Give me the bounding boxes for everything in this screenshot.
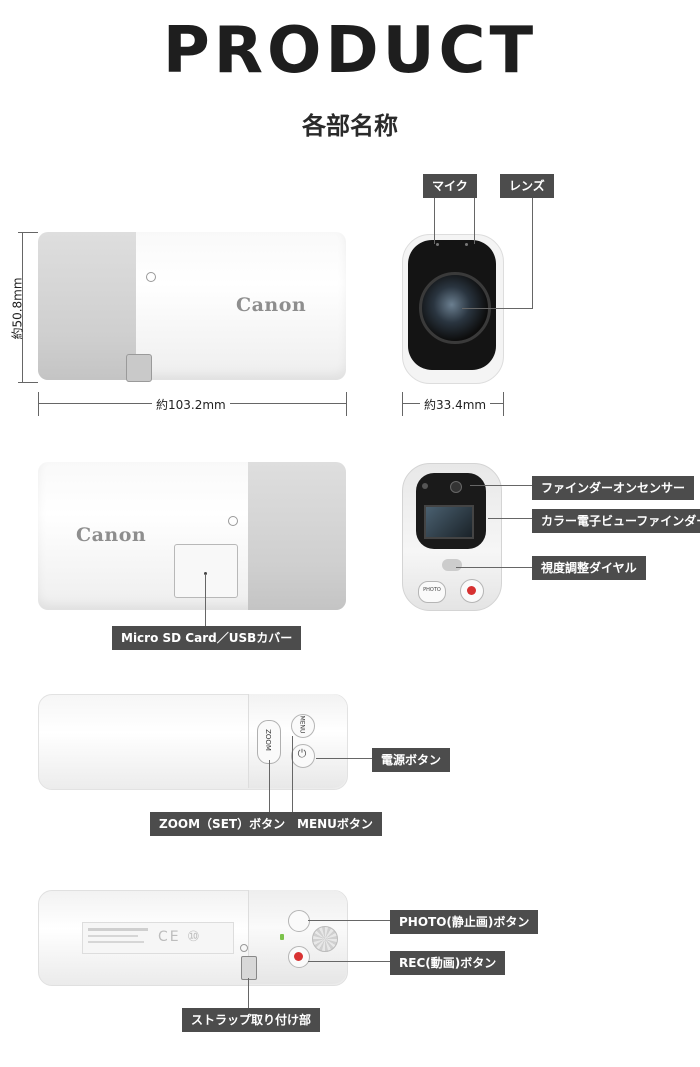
label-photo-button: PHOTO(静止画)ボタン [390,910,539,934]
photo-button[interactable] [288,910,310,932]
power-button[interactable] [291,744,315,768]
camera-side-view-2: Canon [38,462,348,612]
zoom-button[interactable] [257,720,281,764]
label-finder-sensor: ファインダーオンセンサー [532,476,695,500]
diopter-dial[interactable] [312,926,338,952]
label-sd-cover: Micro SD Card／USBカバー [112,626,302,650]
photo-button-mark: PHOTO [423,587,441,593]
strap-mount [241,956,257,980]
width-dimension: 約103.2mm [152,396,230,413]
sd-card-cover [174,544,238,598]
brand-logo-2: Canon [76,524,147,546]
menu-button-mark: MENU [298,715,306,734]
label-power-button: 電源ボタン [372,748,451,772]
camera-side-view: Canon [38,232,348,382]
label-mic: マイク [423,174,477,198]
camera-bottom-view: CE ⑩ [38,890,348,986]
label-menu-button: MENUボタン [288,812,382,836]
depth-dimension: 約33.4mm [420,396,491,413]
zoom-button-mark: ZOOM [264,729,272,751]
page-title: PRODUCT [162,14,538,88]
label-strap-mount: ストラップ取り付け部 [182,1008,321,1032]
height-dimension: 約50.8mm [10,277,25,340]
camera-top-view: ZOOM MENU ⏻ [38,694,348,790]
camera-front-view [402,234,504,384]
label-rec-button: REC(動画)ボタン [390,951,506,975]
power-icon: ⏻ [297,747,307,760]
menu-button[interactable] [291,714,315,738]
regulatory-label [82,922,234,954]
label-color-evf: カラー電子ビューファインダー [532,509,700,533]
brand-logo: Canon [236,294,307,316]
camera-back-view: PHOTO [402,463,502,613]
label-lens: レンズ [500,174,554,198]
section-subtitle: 各部名称 [302,112,398,140]
label-zoom-set-button: ZOOM（SET）ボタン [150,812,295,836]
label-diopter-dial: 視度調整ダイヤル [532,556,646,580]
